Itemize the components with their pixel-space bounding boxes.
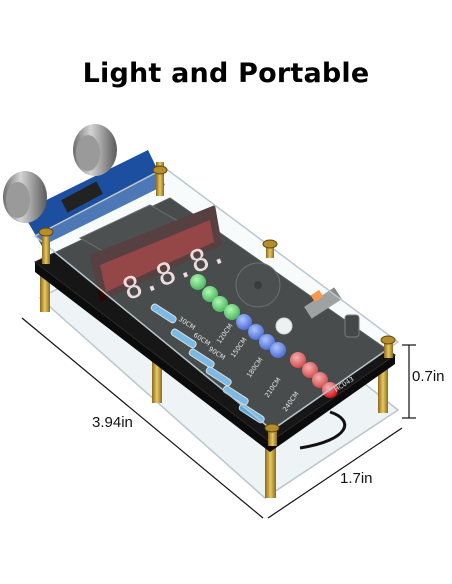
headline-title: Light and Portable xyxy=(82,58,370,89)
resistor-array xyxy=(150,303,265,424)
screw-heads xyxy=(38,165,396,433)
dimension-height: 0.7in xyxy=(412,368,445,385)
pcb-edge xyxy=(35,262,270,452)
power-switch xyxy=(304,287,342,319)
standoff-front-mid xyxy=(152,355,162,403)
seven-segment-display: 8.8.8. xyxy=(90,205,231,308)
ultrasonic-sensor xyxy=(3,124,165,246)
standoff-front-left xyxy=(40,262,50,312)
push-button xyxy=(344,314,360,338)
cable-loop xyxy=(299,410,347,450)
dimension-length: 3.94in xyxy=(92,414,133,431)
acrylic-top-plate xyxy=(33,167,400,431)
dimension-width: 1.7in xyxy=(340,470,373,487)
standoff-back-right xyxy=(378,358,388,413)
dimension-lines xyxy=(21,317,416,519)
standoff-front-right xyxy=(265,440,276,498)
